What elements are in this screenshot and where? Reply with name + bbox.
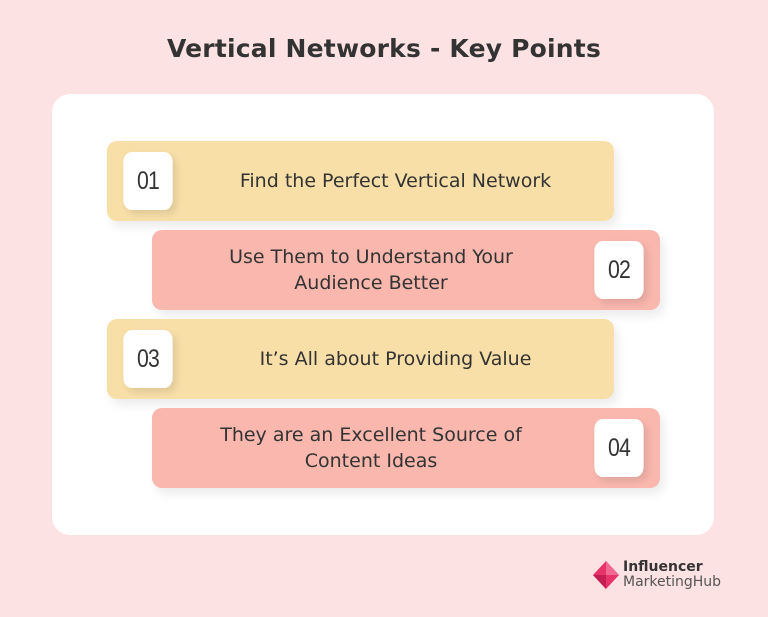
influencer-marketing-hub-logo: Influencer MarketingHub <box>591 559 721 591</box>
page-title: Vertical Networks - Key Points <box>166 34 602 63</box>
point-number-badge: 03 <box>123 330 173 388</box>
point-number-badge: 01 <box>123 152 173 210</box>
logo-line-2: MarketingHub <box>623 574 722 590</box>
logo-line-1: Influencer <box>623 559 703 575</box>
key-point-4: They are an Excellent Source of Content … <box>152 408 660 488</box>
point-text: Use Them to Understand Your Audience Bet… <box>229 246 513 294</box>
diamond-logo-icon <box>591 559 621 591</box>
point-text: They are an Excellent Source of Content … <box>220 424 522 472</box>
key-point-1: 01 Find the Perfect Vertical Network <box>107 141 614 221</box>
key-point-3: 03 It’s All about Providing Value <box>107 319 614 399</box>
point-text: Find the Perfect Vertical Network <box>239 170 552 192</box>
point-text: It’s All about Providing Value <box>259 348 532 370</box>
key-point-2: Use Them to Understand Your Audience Bet… <box>152 230 660 310</box>
point-number-badge: 02 <box>594 241 644 299</box>
point-number-badge: 04 <box>594 419 644 477</box>
